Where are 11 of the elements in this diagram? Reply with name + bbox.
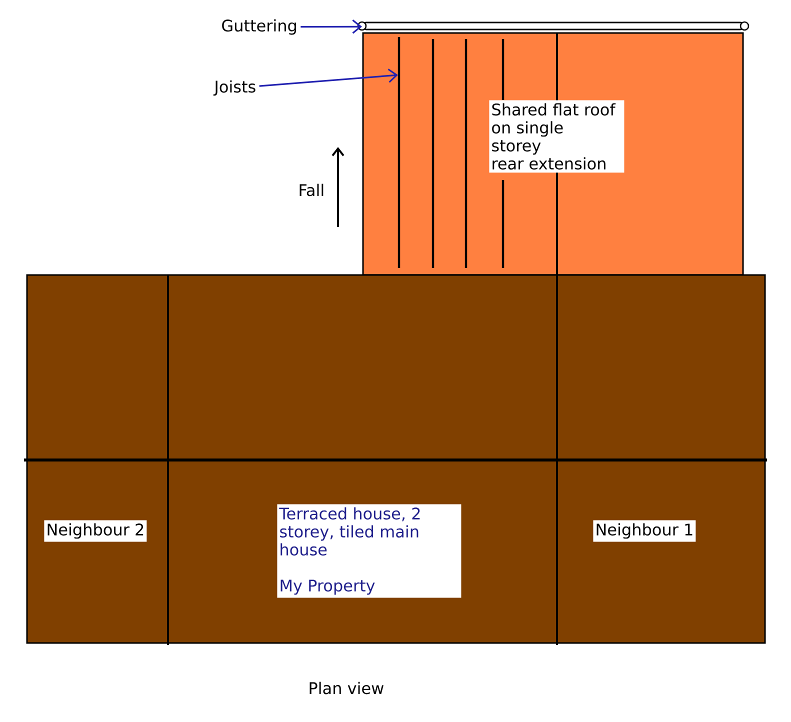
- label-box: Terraced house, 2 storey, tiled main house My Property: [277, 504, 462, 598]
- callout-label: Guttering: [222, 19, 296, 35]
- callout-label: Joists: [213, 80, 256, 96]
- arrow: [300, 20, 362, 34]
- gutter-bar: [357, 21, 750, 31]
- direction-label: Fall: [300, 184, 324, 196]
- label-box: Shared flat roof on single storey rear extension: [489, 100, 624, 173]
- label-box: Neighbour 2: [44, 520, 147, 542]
- caption: Plan view: [310, 682, 384, 694]
- arrow: [259, 68, 398, 87]
- label-box: Neighbour 1: [593, 520, 696, 542]
